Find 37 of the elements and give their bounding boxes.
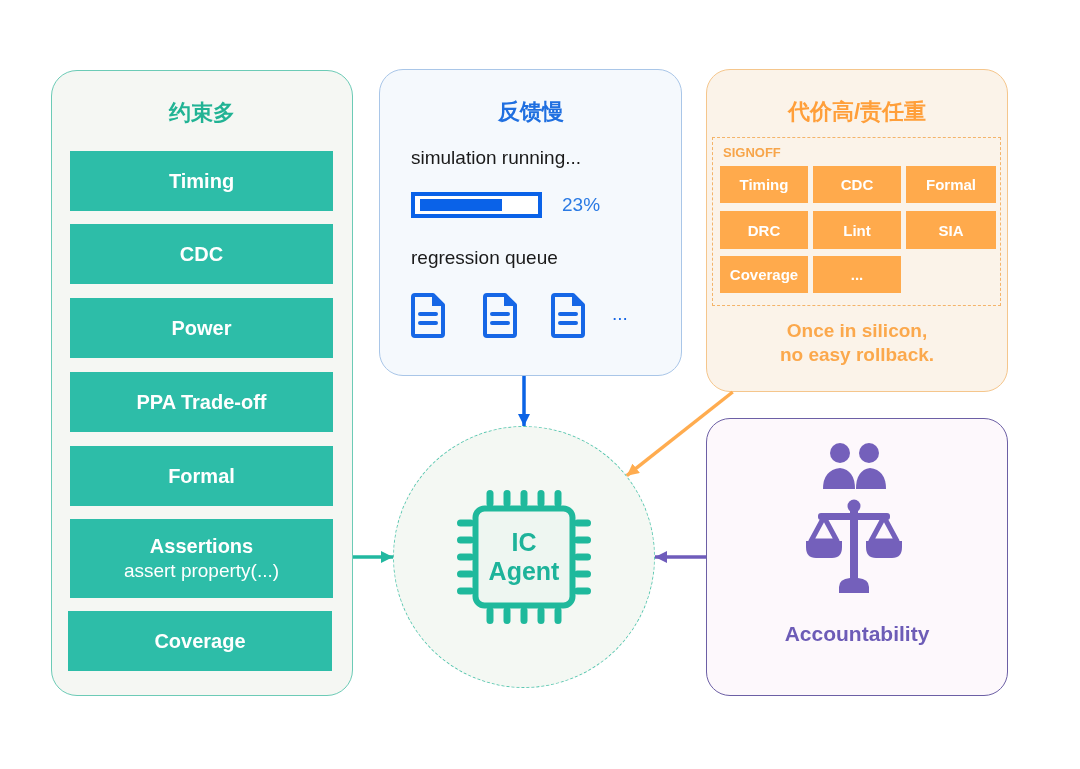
constraint-tile: Timing [70,151,333,211]
panel-title: 约束多 [167,100,236,127]
constraint-tile: Power [70,298,333,358]
category-panel [706,418,1008,696]
panel-title: 反馈慢 [496,99,565,126]
status-text: simulation running... [411,147,582,170]
group-label: SIGNOFF [723,145,781,161]
signoff-tile: Formal [906,166,996,203]
signoff-tile: CDC [813,166,901,203]
arrow [655,551,706,563]
category-panel [379,69,682,376]
signoff-tile: Timing [720,166,808,203]
arrow [518,376,530,426]
panel-title: 代价高/责任重 [786,99,928,126]
constraint-tile: Formal [70,446,333,506]
category-panel [51,70,353,696]
more-indicator: ... [612,303,628,326]
signoff-group [712,137,1001,306]
panel-note: Once in silicon, no easy rollback. [778,319,936,367]
constraint-tile: PPA Trade-off [70,372,333,432]
constraint-tile [70,519,333,598]
signoff-tile: DRC [720,211,808,249]
signoff-tile: ... [813,256,901,293]
signoff-tile: SIA [906,211,996,249]
constraint-tile: CDC [70,224,333,284]
constraint-tile: Coverage [68,611,332,671]
panel-title: Accountability [783,621,931,647]
tile-title: Assertions [149,534,254,560]
signoff-tile: Coverage [720,256,808,293]
tile-subtitle: assert property(...) [123,559,280,583]
signoff-tile: Lint [813,211,901,249]
chip-label: IC Agent [487,528,561,586]
arrow [625,390,734,478]
progress-percentage: 23% [562,194,601,217]
category-panel [706,69,1008,392]
queue-label: regression queue [411,247,558,270]
arrow [353,551,393,563]
